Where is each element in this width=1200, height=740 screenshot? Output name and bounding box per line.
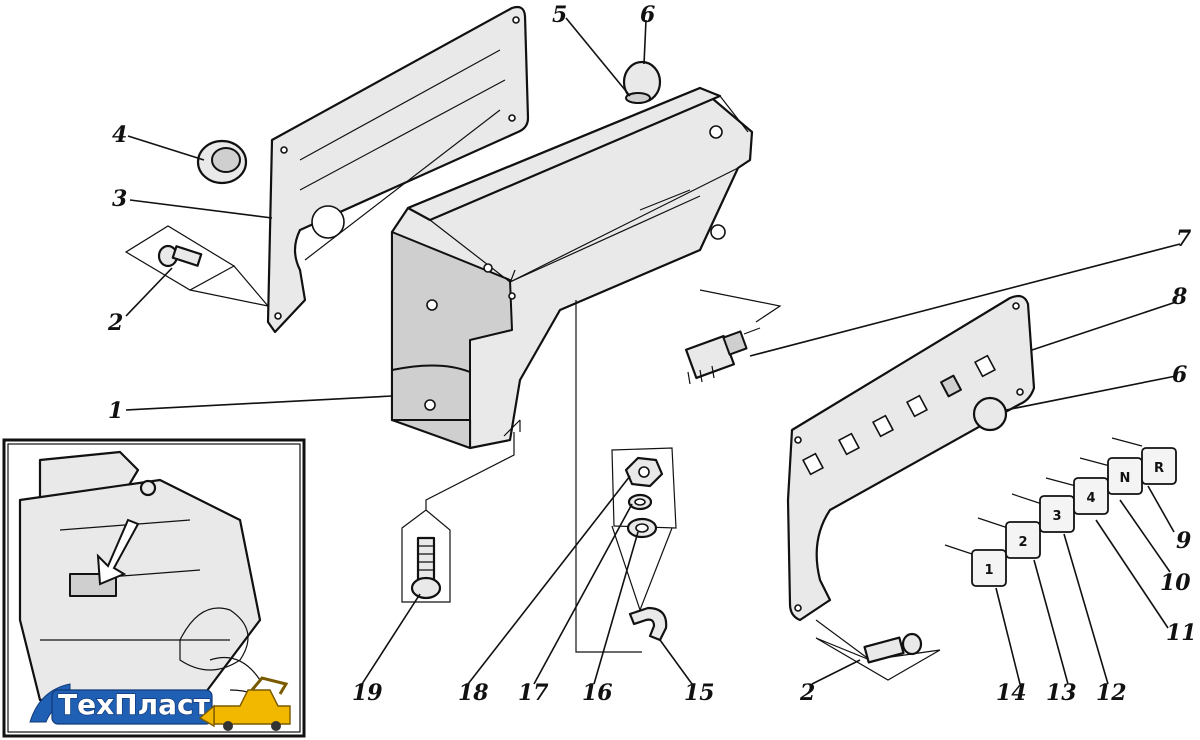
leader-lines (125, 17, 1181, 685)
callout-9: 9 (1176, 528, 1191, 554)
switch-key-4: 4 (1045, 477, 1109, 515)
callout-6-top: 6 (640, 2, 655, 28)
callout-13: 13 (1046, 680, 1077, 706)
grommet (196, 139, 248, 185)
callout-18: 18 (458, 680, 489, 706)
callout-12: 12 (1096, 680, 1127, 706)
callout-1: 1 (108, 398, 123, 424)
nut (624, 456, 664, 488)
screw-right (863, 632, 923, 664)
svg-text:R: R (1154, 461, 1164, 476)
callout-10: 10 (1160, 570, 1191, 596)
switch-key-n: N (1079, 457, 1143, 495)
svg-text:N: N (1120, 471, 1131, 486)
assembly-arrows (425, 195, 782, 653)
clamp (628, 606, 668, 642)
callout-7: 7 (1176, 226, 1192, 252)
switch-key-r: R (1111, 437, 1177, 485)
grommet-hole (311, 205, 345, 239)
callout-5: 5 (552, 2, 567, 28)
main-housing (390, 86, 754, 450)
svg-text:2: 2 (1018, 535, 1027, 550)
hardware-stack (611, 447, 677, 642)
callout-15: 15 (684, 680, 715, 706)
callout-17: 17 (518, 680, 549, 706)
toggle-switch (684, 327, 761, 385)
callout-2-left: 2 (107, 310, 123, 336)
switch-key-group: 1 2 3 4 N R (944, 437, 1177, 587)
bolt (401, 509, 451, 603)
excavator-icon (198, 676, 291, 731)
switch-key-1: 1 (944, 544, 1007, 587)
switch-key-3: 3 (1011, 493, 1075, 533)
indicator-lamp (972, 396, 1008, 432)
screw-left (157, 244, 203, 268)
screw-right-group (815, 619, 941, 681)
callout-labels: 4 3 2 5 6 1 7 8 6 9 10 11 12 13 14 2 15 … (107, 2, 1197, 706)
lock-washer (627, 493, 653, 511)
logo-tagline: запчасти для спецтехники (70, 723, 209, 733)
techplast-logo: ТехПласт запчасти для спецтехники (29, 676, 291, 733)
callout-11: 11 (1166, 620, 1197, 646)
logo-wordmark: ТехПласт (58, 688, 211, 721)
svg-text:4: 4 (1086, 491, 1095, 506)
screw-left-group (124, 225, 269, 307)
lamp-cap-top (622, 60, 662, 104)
callout-2-right: 2 (799, 680, 815, 706)
callout-16: 16 (582, 680, 613, 706)
callout-14: 14 (996, 680, 1027, 706)
callout-8: 8 (1171, 284, 1187, 310)
callout-3: 3 (112, 186, 127, 212)
left-cover-plate (266, 5, 530, 334)
switch-key-2: 2 (977, 517, 1041, 559)
callout-19: 19 (352, 680, 383, 706)
callout-6-right: 6 (1172, 362, 1187, 388)
switch-panel (786, 294, 1036, 622)
flat-washer (626, 517, 658, 539)
callout-4: 4 (112, 122, 127, 148)
svg-text:3: 3 (1052, 509, 1061, 524)
svg-text:1: 1 (984, 563, 993, 578)
